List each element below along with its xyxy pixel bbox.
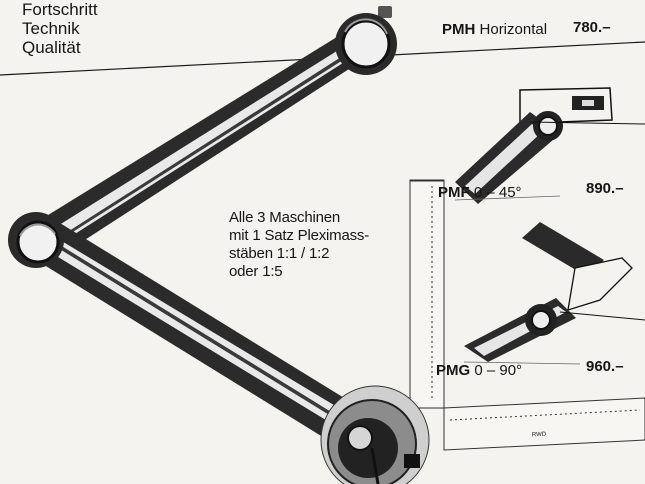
model-pmg-label: 0 – 90° [474, 362, 523, 379]
model-pmg-code: PMG [436, 362, 471, 379]
model-pmf-label: 0 – 45° [473, 184, 522, 201]
description-line-1: Alle 3 Maschinen [229, 209, 341, 226]
ruler-mark: RWD [531, 431, 547, 439]
model-pmg: PMG 0 – 90° [436, 362, 522, 379]
price-pmg: 960.– [586, 358, 624, 375]
elbow-joint [8, 212, 64, 268]
lower-arm [28, 220, 380, 455]
pmh-detail [454, 87, 645, 204]
description-line-4: oder 1:5 [229, 263, 283, 280]
drawing-board-frame [409, 179, 645, 451]
top-joint [335, 6, 397, 75]
model-pmh-label: Horizontal [479, 21, 548, 38]
pmg-detail [463, 222, 645, 365]
model-pmh-code: PMH [442, 21, 476, 38]
price-pmh: 780.– [573, 19, 611, 36]
tagline-quality: Qualität [22, 38, 81, 57]
model-pmf-code: PMF [438, 184, 470, 201]
description-line-3: stäben 1:1 / 1:2 [229, 245, 330, 262]
upper-arm [40, 32, 366, 256]
model-pmh: PMH Horizontal [442, 21, 547, 38]
tagline-progress: Fortschritt [22, 0, 98, 19]
protractor-head [320, 385, 430, 484]
description-line-2: mit 1 Satz Pleximass- [229, 227, 369, 244]
price-pmf: 890.– [586, 180, 624, 197]
tagline-technology: Technik [22, 19, 80, 38]
model-pmf: PMF 0 – 45° [438, 184, 522, 201]
